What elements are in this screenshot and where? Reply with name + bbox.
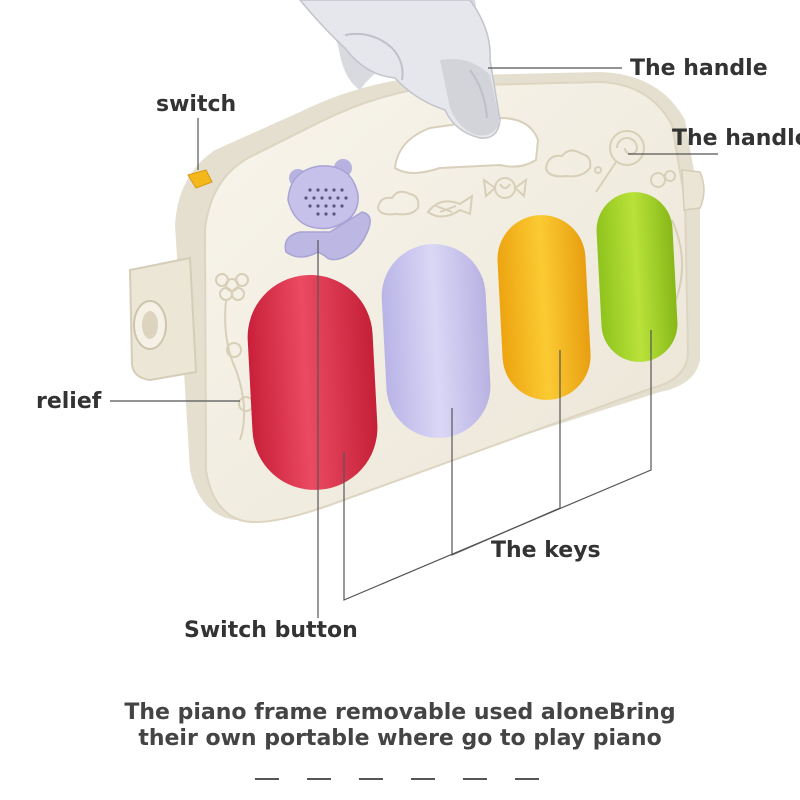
key-green	[596, 192, 678, 362]
annotation-lines	[110, 67, 718, 618]
hand-icon	[275, 0, 501, 139]
switch-tab	[187, 169, 213, 189]
handle-slot	[393, 116, 540, 174]
label-switch-button: Switch button	[184, 618, 358, 643]
cloud-icon-right	[544, 149, 592, 178]
candy-icon	[482, 177, 528, 199]
right-connector	[681, 169, 705, 211]
label-keys: The keys	[491, 538, 601, 563]
bear-speaker-icon	[284, 159, 371, 261]
dash	[515, 778, 539, 780]
flower-relief-icon	[215, 170, 684, 441]
label-relief: relief	[36, 389, 102, 414]
label-handle-top: The handle	[630, 56, 768, 81]
dash	[411, 778, 435, 780]
dash	[307, 778, 331, 780]
key-red	[247, 275, 378, 490]
dash	[463, 778, 487, 780]
key-yellow	[497, 215, 591, 400]
fish-icon	[426, 193, 474, 218]
label-handle-right: The handle	[672, 126, 800, 151]
side-bracket	[128, 256, 198, 382]
caption-line-1: The piano frame removable used aloneBrin…	[124, 700, 676, 725]
leader-keys-lavender	[451, 350, 561, 556]
cloud-icon	[376, 190, 420, 216]
key-lavender	[381, 244, 491, 438]
lollipop-icon	[594, 130, 645, 193]
label-switch: switch	[156, 92, 237, 117]
dash	[359, 778, 383, 780]
caption: The piano frame removable used aloneBrin…	[0, 700, 800, 752]
caption-line-2: their own portable where go to play pian…	[138, 726, 662, 751]
dash	[255, 778, 279, 780]
decorative-dashes	[255, 778, 555, 782]
